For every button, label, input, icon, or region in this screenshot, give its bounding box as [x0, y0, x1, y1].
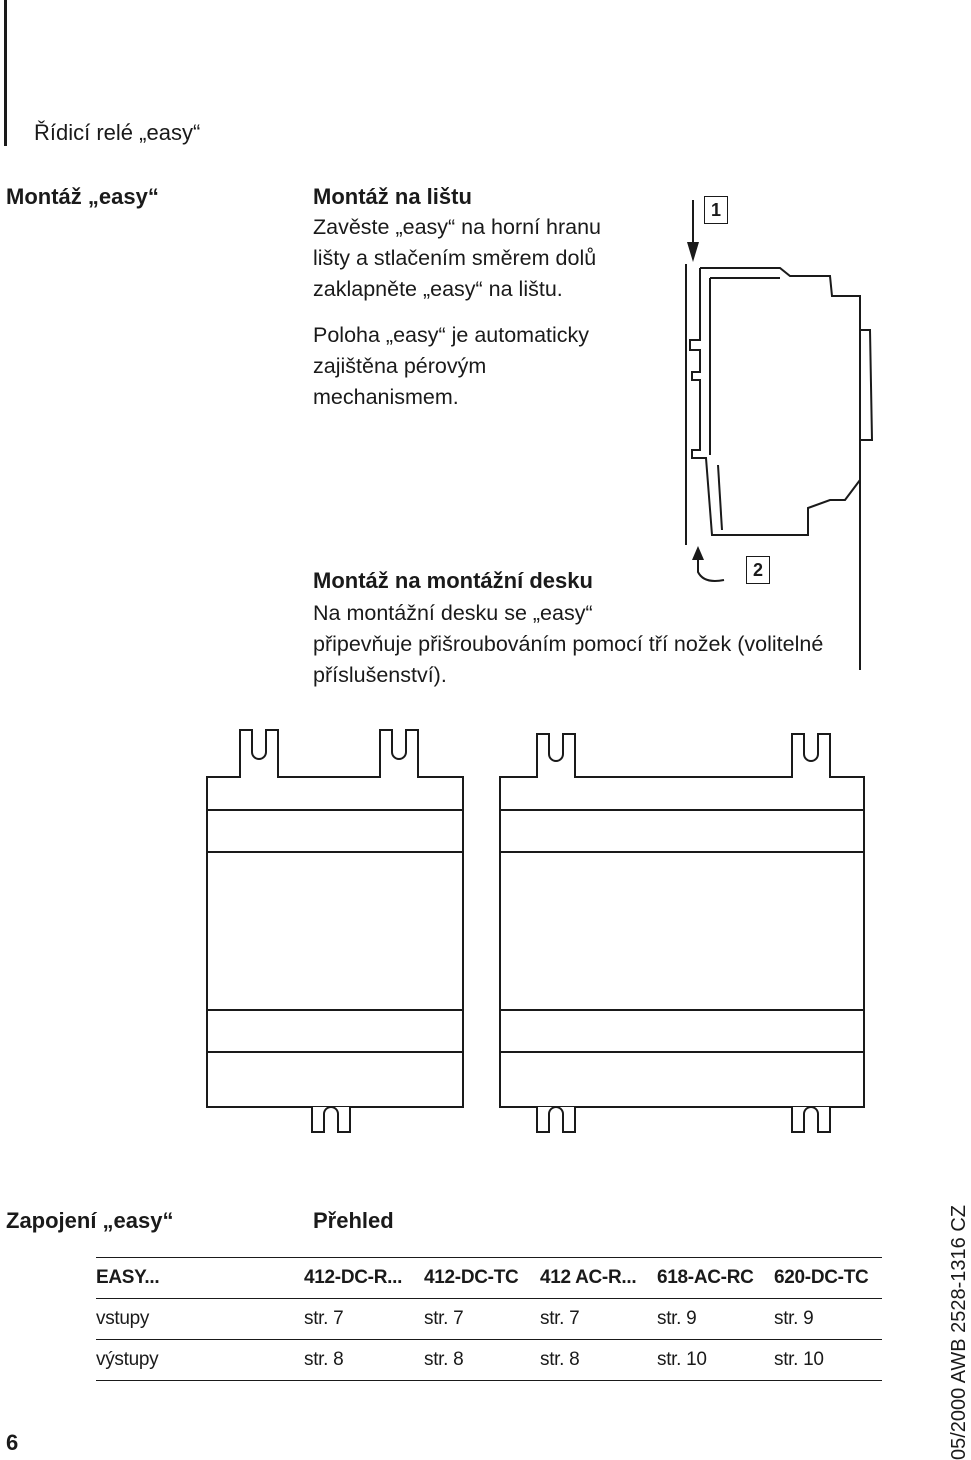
overview-heading: Přehled [313, 1208, 394, 1233]
table-cell: str. 10 [774, 1339, 882, 1381]
mounting-foot [239, 729, 279, 778]
mounting-foot [791, 1106, 831, 1133]
figure-2-label: 2 [746, 556, 770, 584]
table-cell: str. 7 [540, 1298, 657, 1340]
table-cell: str. 7 [304, 1298, 424, 1340]
mounting-foot [379, 729, 419, 778]
text-line: připevňuje přišroubováním pomocí tří nož… [313, 632, 824, 656]
document-code: 05/2000 AWB 2528-1316 CZ [948, 1205, 970, 1460]
table-cell: str. 10 [657, 1339, 774, 1381]
rail-text-1: Zavěste „easy“ na horní hranu lišty a st… [313, 212, 601, 305]
table-header-cell: 620-DC-TC [774, 1257, 882, 1299]
text-line: mechanismem. [313, 385, 459, 409]
rail-heading: Montáž na lištu [313, 184, 472, 209]
text-line: zajištěna pérovým [313, 354, 487, 378]
table-cell: výstupy [96, 1339, 304, 1381]
board-mount-diagram [206, 729, 865, 1133]
figure-1-label: 1 [704, 196, 728, 224]
mounting-foot [791, 733, 831, 778]
rail-text-2: Poloha „easy“ je automaticky zajištěna p… [313, 320, 589, 413]
table-cell: vstupy [96, 1298, 304, 1340]
text-line: příslušenství). [313, 663, 447, 687]
running-header: Řídicí relé „easy“ [34, 120, 201, 145]
table-row: vstupy str. 7 str. 7 str. 7 str. 9 str. … [96, 1298, 882, 1340]
table-cell: str. 7 [424, 1298, 540, 1340]
margin-bar [4, 0, 7, 146]
text-line: Zavěste „easy“ na horní hranu [313, 215, 602, 239]
board-text: Na montážní desku se „easy“ připevňuje p… [313, 598, 823, 691]
mounting-side-heading: Montáž „easy“ [6, 184, 159, 209]
table-cell: str. 9 [657, 1298, 774, 1340]
text-line: zaklapněte „easy“ na lištu. [313, 277, 563, 301]
rotate-arrow-icon [692, 546, 725, 582]
table-cell: str. 8 [304, 1339, 424, 1381]
table-header-cell: 412 AC-R... [540, 1257, 657, 1299]
table-header-cell: 618-AC-RC [657, 1257, 774, 1299]
rail-mount-diagram [685, 200, 874, 670]
mounting-foot [311, 1106, 351, 1133]
table-cell: str. 8 [424, 1339, 540, 1381]
text-line: Na montážní desku se „easy“ [313, 601, 593, 625]
page-number: 6 [6, 1430, 19, 1455]
table-header-row: EASY... 412-DC-R... 412-DC-TC 412 AC-R..… [96, 1257, 882, 1299]
text-line: lišty a stlačením směrem dolů [313, 246, 597, 270]
table-header-cell: 412-DC-TC [424, 1257, 540, 1299]
text-line: Poloha „easy“ je automaticky [313, 323, 590, 347]
table-header-cell: EASY... [96, 1257, 304, 1299]
table-header-cell: 412-DC-R... [304, 1257, 424, 1299]
table-row: výstupy str. 8 str. 8 str. 8 str. 10 str… [96, 1339, 882, 1381]
table-cell: str. 8 [540, 1339, 657, 1381]
table-cell: str. 9 [774, 1298, 882, 1340]
mounting-foot [536, 1106, 576, 1133]
mounting-foot [536, 733, 576, 778]
overview-table: EASY... 412-DC-R... 412-DC-TC 412 AC-R..… [96, 1257, 882, 1381]
board-heading: Montáž na montážní desku [313, 568, 593, 593]
wiring-side-heading: Zapojení „easy“ [6, 1208, 174, 1233]
